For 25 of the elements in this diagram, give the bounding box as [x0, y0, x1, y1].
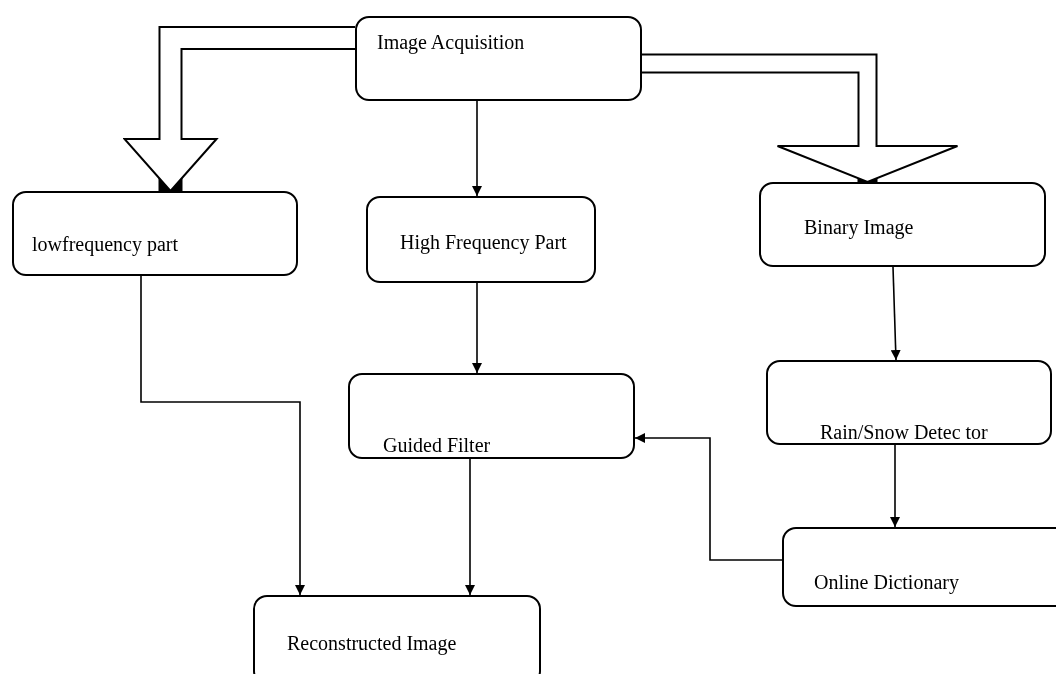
box-label: Binary Image — [804, 217, 914, 237]
process-box — [366, 196, 596, 283]
arrow — [634, 433, 783, 561]
block-arrow — [642, 53, 959, 183]
box-label: High Frequency Part — [400, 232, 567, 252]
box-label: Online Dictionary — [814, 572, 959, 592]
process-box — [348, 373, 635, 459]
box-label: lowfrequency part — [32, 234, 179, 254]
process-box — [12, 191, 298, 276]
process-box — [782, 527, 1056, 607]
process-box — [759, 182, 1046, 267]
arrow — [890, 444, 900, 528]
box-label: Reconstructed Image — [287, 633, 457, 653]
arrow — [472, 100, 482, 197]
process-box — [253, 595, 541, 674]
arrow — [472, 282, 482, 374]
box-label: Rain/Snow Detec tor — [820, 422, 988, 442]
process-box — [766, 360, 1052, 445]
block-arrow — [123, 26, 355, 192]
arrow — [890, 266, 901, 361]
arrow — [465, 458, 475, 596]
arrow — [140, 275, 305, 596]
box-label: Image Acquisition — [377, 32, 525, 52]
process-box — [355, 16, 642, 101]
box-label: Guided Filter — [383, 435, 491, 455]
